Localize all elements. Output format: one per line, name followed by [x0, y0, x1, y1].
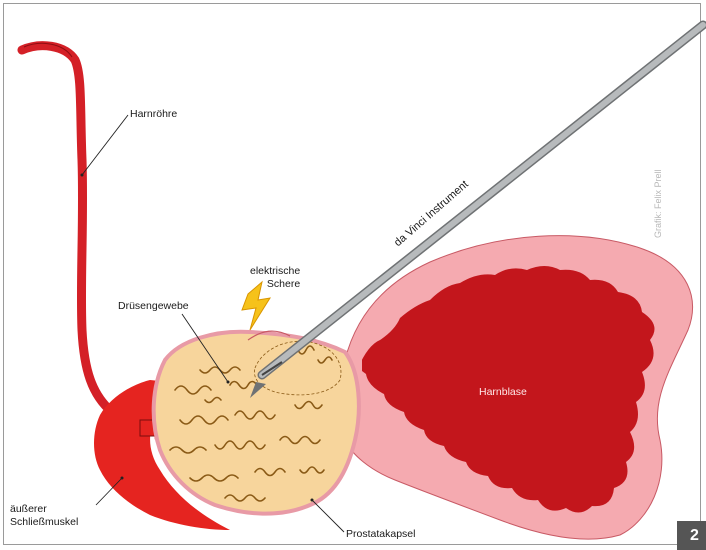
label-muskel-line1: äußerer [10, 503, 78, 516]
label-druesengewebe: Drüsengewebe [118, 300, 189, 313]
label-harnroehre: Harnröhre [130, 108, 177, 121]
label-elektrische-schere: elektrische Schere [250, 265, 300, 291]
label-prostatakapsel: Prostatakapsel [346, 528, 415, 541]
leader-dot-druesen [227, 381, 230, 384]
leader-kapsel [312, 500, 344, 532]
label-schere-line2: Schere [250, 278, 300, 291]
image-credit: Grafik: Felix Prell [653, 98, 663, 238]
label-schliessmuskel: äußerer Schließmuskel [10, 503, 78, 529]
label-harnblase: Harnblase [479, 386, 527, 399]
leader-dot-harnroehre [81, 174, 84, 177]
page-number-badge: 2 [677, 521, 706, 550]
leader-dot-muskel [121, 477, 124, 480]
label-muskel-line2: Schließmuskel [10, 516, 78, 529]
label-schere-line1: elektrische [250, 265, 300, 278]
urethra [22, 46, 150, 425]
leader-harnroehre [82, 115, 128, 175]
leader-dot-kapsel [311, 499, 314, 502]
